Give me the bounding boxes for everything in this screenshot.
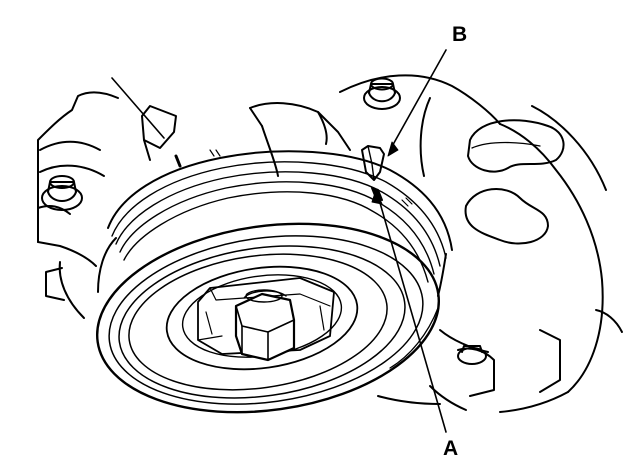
engine-block	[38, 75, 622, 412]
leader-b	[390, 50, 446, 150]
engine-mount-bolt-bottom	[458, 346, 486, 364]
engine-mount-bolt-top	[364, 79, 400, 110]
crankshaft-bolt	[236, 290, 294, 360]
crankshaft-pulley	[85, 150, 452, 433]
engine-mount-bolt-left	[42, 176, 82, 210]
leader-a	[378, 196, 446, 432]
callout-label-b: B	[452, 23, 468, 46]
callout-label-a: A	[443, 437, 459, 460]
callout-leaders	[112, 50, 446, 432]
